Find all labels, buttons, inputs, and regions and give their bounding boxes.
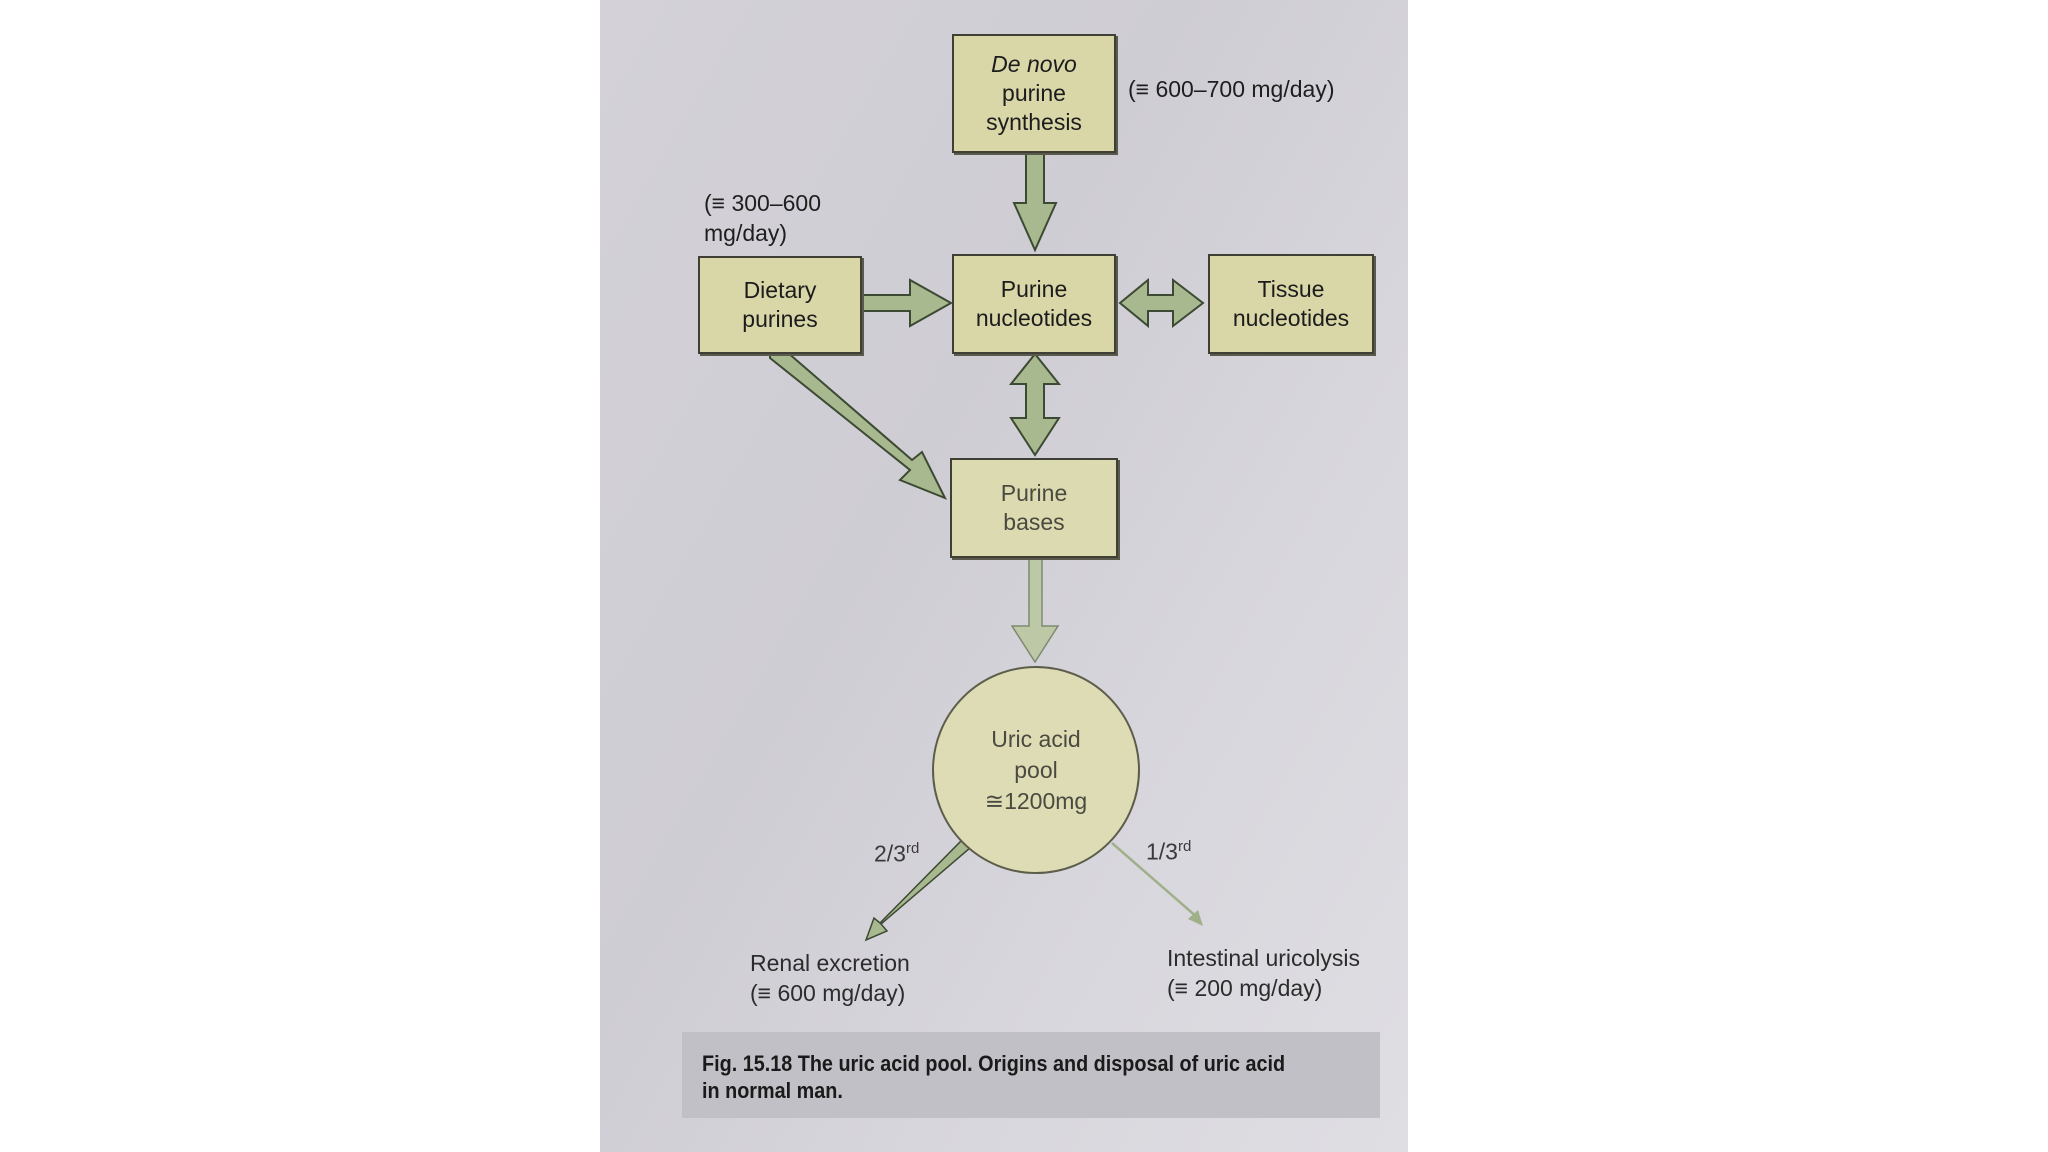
arrow-nucleotides-tissue [1118, 277, 1205, 329]
figure-caption: Fig. 15.18 The uric acid pool. Origins a… [682, 1032, 1380, 1118]
renal-fraction-label: 2/3rd [874, 834, 919, 869]
arrowhead-intestinal [1188, 910, 1203, 926]
dietary-rate-line2: mg/day) [704, 220, 788, 246]
arrow-dietary-to-nucleotides [861, 278, 954, 328]
intestinal-line1: Intestinal uricolysis [1167, 945, 1361, 971]
pool-line2: pool [1014, 756, 1058, 783]
dietary-line1: Dietary [743, 277, 817, 303]
node-de-novo-synthesis: De novo purine synthesis [952, 34, 1116, 153]
de-novo-line2: purine [1002, 80, 1066, 106]
arrow-nucleotides-bases [1008, 352, 1062, 457]
de-novo-line3: synthesis [986, 109, 1082, 135]
de-novo-rate-label: (≡ 600–700 mg/day) [1128, 76, 1335, 102]
dietary-line2: purines [742, 306, 818, 332]
node-dietary-purines: Dietary purines [698, 256, 862, 354]
pool-line1: Uric acid [991, 725, 1081, 752]
bases-line1: Purine [1000, 480, 1068, 506]
node-tissue-nucleotides: Tissue nucleotides [1208, 254, 1374, 354]
arrow-denovo-to-nucleotides [1012, 151, 1058, 253]
tissue-line1: Tissue [1257, 276, 1325, 302]
bases-line2: bases [1003, 509, 1065, 535]
dietary-rate-line1: (≡ 300–600 [704, 190, 822, 216]
renal-excretion-label: Renal excretion (≡ 600 mg/day) [750, 948, 910, 1008]
renal-line2: (≡ 600 mg/day) [750, 980, 906, 1006]
de-novo-line1: De novo [991, 51, 1077, 77]
node-uric-acid-pool: Uric acid pool ≅1200mg [932, 666, 1140, 874]
renal-fraction: 2/3 [874, 840, 906, 867]
tissue-line2: nucleotides [1232, 305, 1350, 331]
intestinal-fraction-suffix: rd [1177, 838, 1192, 855]
intestinal-fraction: 1/3 [1146, 838, 1178, 865]
intestinal-line2: (≡ 200 mg/day) [1167, 975, 1323, 1001]
arrow-bases-to-pool [1010, 556, 1060, 664]
caption-text: Fig. 15.18 The uric acid pool. Origins a… [702, 1051, 1286, 1103]
arrow-pool-to-intestinal [1111, 842, 1199, 919]
arrow-pool-to-renal [864, 838, 972, 942]
intestinal-fraction-label: 1/3rd [1146, 832, 1191, 867]
pool-line3: ≅1200mg [984, 787, 1088, 814]
dietary-rate-label: (≡ 300–600 mg/day) [704, 188, 821, 248]
nucleotides-line2: nucleotides [975, 305, 1093, 331]
node-purine-bases: Purine bases [950, 458, 1118, 558]
node-purine-nucleotides: Purine nucleotides [952, 254, 1116, 354]
figure-photo: De novo purine synthesis (≡ 600–700 mg/d… [600, 0, 1408, 1152]
arrow-dietary-to-bases [769, 351, 948, 500]
nucleotides-line1: Purine [1000, 276, 1068, 302]
renal-fraction-suffix: rd [905, 840, 920, 857]
renal-line1: Renal excretion [750, 950, 910, 976]
intestinal-uricolysis-label: Intestinal uricolysis (≡ 200 mg/day) [1167, 943, 1360, 1003]
arrows-layer [769, 151, 1205, 942]
